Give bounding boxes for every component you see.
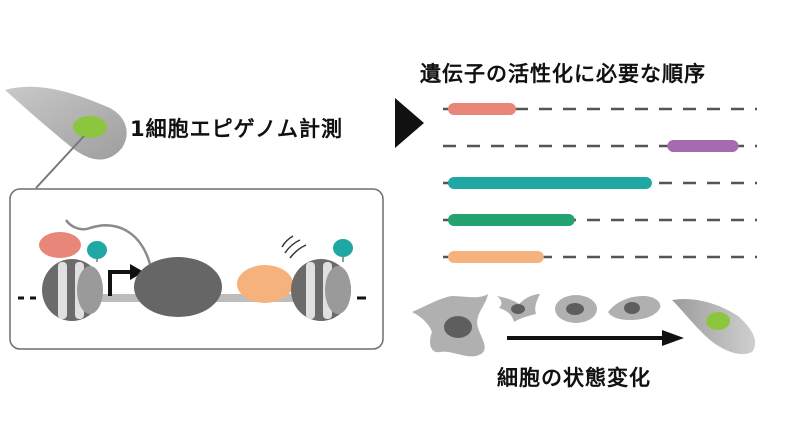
single-cell-body [5,86,127,160]
track-active-bar [448,214,575,226]
zoom-pointer-line [35,135,85,189]
activation-track-5 [443,251,757,263]
nucleosome-right [291,259,351,321]
transcription-start-arrow-head [130,264,144,280]
teal-histone-mark-right [333,239,353,262]
activation-track-1 [443,103,757,115]
activation-order-tracks [443,103,757,263]
track-active-bar [667,140,739,152]
pink-chromatin-factor [39,232,81,258]
vibration-marks-icon [281,235,307,259]
cell-stage-4 [608,296,661,320]
cell-stage-3 [555,295,597,323]
cell-stage-1 [412,294,488,357]
polymerase-complex [134,257,222,317]
single-cell-nucleus [73,116,107,138]
track-active-bar [448,103,516,115]
single-cell-epigenome-label: 1細胞エピゲノム計測 [130,117,343,141]
cell-state-change-label: 細胞の状態変化 [497,366,651,390]
cell-stage-5 [672,298,756,355]
cell-stage-2 [497,294,540,322]
rna-transcript [64,219,152,265]
transcription-start-arrow-icon [108,270,132,296]
right-arrow-icon [662,330,684,346]
track-active-bar [448,251,544,263]
chromatin-inset [9,188,384,350]
activation-track-3 [443,177,757,189]
track-active-bar [448,177,652,189]
single-cell [5,86,127,189]
orange-chromatin-factor [237,265,293,303]
activation-order-title: 遺伝子の活性化に必要な順序 [420,62,706,86]
activation-track-2 [443,140,757,152]
activation-track-4 [443,214,757,226]
play-arrow-icon [395,98,424,148]
teal-histone-mark-left [87,241,107,262]
nucleosome-left [42,259,103,321]
cell-state-sequence [412,294,756,357]
